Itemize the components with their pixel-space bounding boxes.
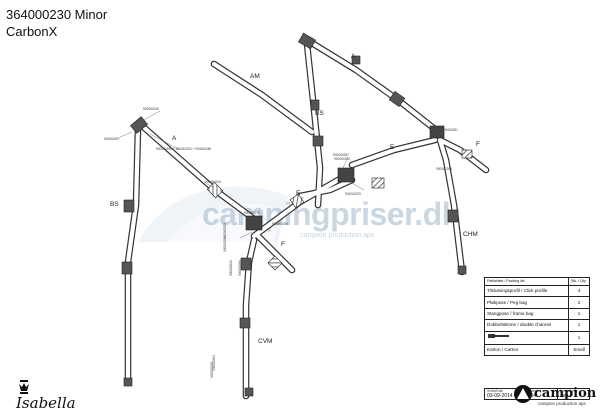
crown-icon <box>19 380 29 394</box>
table-row: Stangpose / frame bag 1 <box>484 307 590 321</box>
part-number: 900060195 <box>272 222 288 226</box>
clamp <box>388 91 406 107</box>
clamp <box>457 265 467 275</box>
qty-header: Stk. / Qty <box>568 277 590 286</box>
campion-tent-icon <box>514 385 532 403</box>
part-number: 900060298 <box>210 362 214 378</box>
clamp <box>447 209 459 223</box>
clamp <box>244 387 254 397</box>
part-number: 900060297 <box>104 137 120 141</box>
label-e-right: E <box>390 144 395 151</box>
label-cvm: CVM <box>258 338 272 345</box>
clamp <box>267 255 283 271</box>
part-number: 900060294 <box>223 236 227 252</box>
frame-poles <box>124 36 490 400</box>
clamp <box>351 55 361 65</box>
product-number: 364000230 Minor <box>6 7 108 22</box>
clamp <box>130 116 148 134</box>
date-caption: Rettet/Date <box>487 389 504 393</box>
item-label: Tilslutningsprofil / Click profile <box>484 284 569 298</box>
svg-text:campion: campion <box>534 386 597 401</box>
svg-text:Isabella: Isabella <box>15 394 76 412</box>
label-f-right: F <box>476 141 480 148</box>
table-row: Dobbeltskinne / double channel 1 <box>484 319 590 332</box>
unit-value: mm <box>560 393 569 399</box>
diagram-title: 364000230 Minor CarbonX <box>6 6 107 40</box>
clamp <box>298 32 316 50</box>
label-chm: CHM <box>463 231 478 238</box>
label-f-left: F <box>281 241 285 248</box>
label-e-left: E <box>296 190 301 197</box>
clamp <box>239 317 251 329</box>
leader-lines <box>119 110 446 239</box>
label-am: AM <box>250 73 260 80</box>
item-label: Karton / Carton <box>484 343 569 356</box>
clamp <box>312 135 324 147</box>
part-number: 900060246 <box>143 107 159 111</box>
connector-pole-icon <box>488 333 509 338</box>
watermark-subtitle: campion production aps <box>300 232 375 239</box>
clamp <box>245 215 263 231</box>
packing-list-header: Pakkeliste / Packing list <box>484 277 569 286</box>
part-numbers: 900060246 900060297 900060246 + 90006030… <box>104 107 458 378</box>
part-number: 900060216 <box>205 180 221 184</box>
table-row: Tilslutningsprofil / Click profile 4 <box>484 284 590 298</box>
unit-caption: Enhed/Unity <box>560 389 578 393</box>
part-number: 900060253 <box>223 223 227 239</box>
label-a-left: A <box>172 135 177 142</box>
part-number: 900060287 <box>333 153 349 157</box>
part-number: 900060251 <box>442 128 458 132</box>
product-variant: CarbonX <box>6 24 58 39</box>
campion-logo: campion campion production aps <box>514 385 597 406</box>
clamp <box>289 193 305 209</box>
part-number: 900060264 <box>212 355 216 371</box>
part-number: 900060246 + 900060303 + 900060286 <box>156 147 211 151</box>
clamp <box>461 149 473 159</box>
frame-clamps <box>121 32 473 397</box>
part-number: 900060280 <box>238 260 242 276</box>
item-label: Pløkpose / Peg bag <box>484 296 569 309</box>
svg-text:campion production aps: campion production aps <box>538 401 587 406</box>
clamp <box>337 167 355 183</box>
table-row: 1 <box>484 330 590 345</box>
revision-date: 03-09-2014 <box>487 393 513 399</box>
label-bs-center: BS <box>315 110 324 117</box>
packing-list-table: Pakkeliste / Packing list Stk. / Qty Til… <box>484 277 590 356</box>
clamp <box>121 261 133 275</box>
item-label: Stangpose / frame bag <box>484 307 569 321</box>
clamp <box>123 199 135 213</box>
item-label: Dobbeltskinne / double channel <box>484 319 569 332</box>
clamp <box>371 177 385 189</box>
table-row: Pløkpose / Peg bag 2 <box>484 296 590 309</box>
part-number: 900060221 <box>229 260 233 276</box>
label-bs-left: BS <box>110 201 119 208</box>
item-qty: 1 <box>568 307 590 321</box>
item-qty: 1 <box>568 330 590 345</box>
item-qty: 4 <box>568 284 590 298</box>
item-qty: Small <box>568 343 590 356</box>
clamp <box>429 125 445 139</box>
label-a-right: A <box>351 53 356 60</box>
clamp <box>240 257 252 271</box>
part-number: 900060229 <box>345 192 361 196</box>
version-number: 04 <box>530 393 536 399</box>
item-qty: 1 <box>568 319 590 332</box>
clamp <box>123 377 133 387</box>
part-number: 900060265 <box>436 167 452 171</box>
version-caption: Version no. <box>530 389 547 393</box>
item-qty: 2 <box>568 296 590 309</box>
pole-labels: AM A A BS BS E E F F CHM CVM <box>110 53 480 345</box>
part-number: 900060279 <box>244 211 260 215</box>
table-row: Karton / Carton Small <box>484 343 590 356</box>
part-number: 900060243 <box>334 157 350 161</box>
clamp <box>310 99 320 111</box>
isabella-logo: Isabella <box>15 380 76 412</box>
